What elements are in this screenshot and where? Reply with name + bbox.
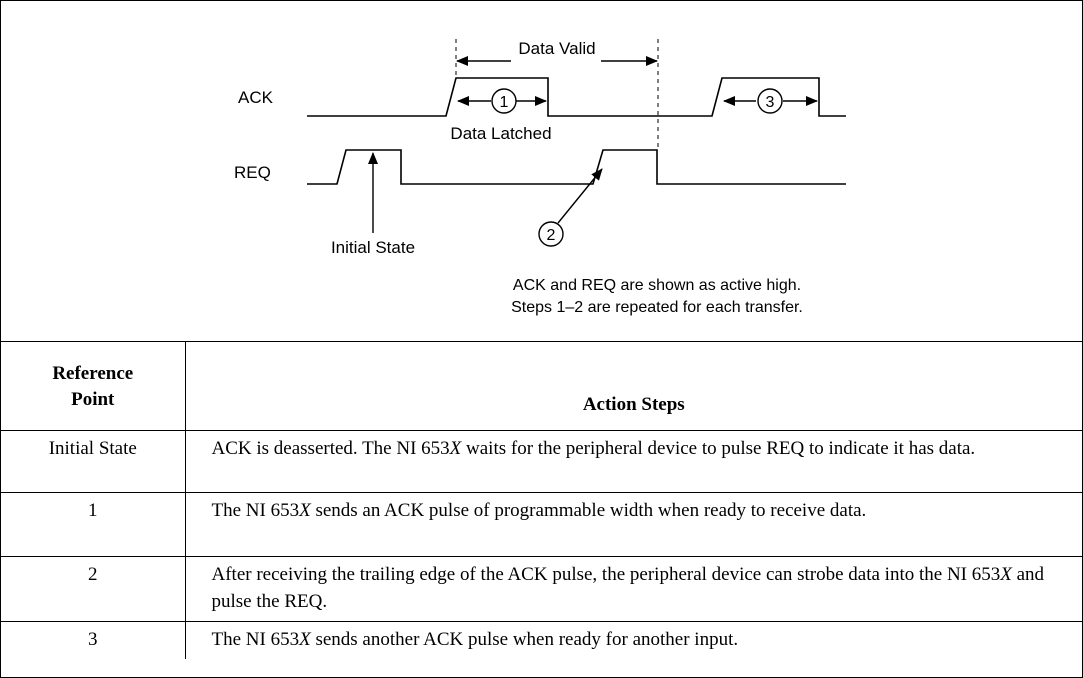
req-signal-label: REQ: [234, 163, 271, 182]
table-row: Initial State ACK is deasserted. The NI …: [1, 430, 1082, 493]
callout-3-number: 3: [766, 94, 775, 111]
action-steps-header: Action Steps: [184, 341, 1082, 431]
action-cell: ACK is deasserted. The NI 653X waits for…: [184, 430, 1082, 493]
data-valid-label: Data Valid: [518, 39, 595, 58]
reference-header-line2: Point: [71, 389, 115, 410]
callout-2-arrow: [557, 168, 603, 224]
note-steps-repeated: Steps 1–2 are repeated for each transfer…: [511, 299, 803, 316]
action-cell: The NI 653X sends another ACK pulse when…: [184, 621, 1082, 659]
table-row: 1 The NI 653X sends an ACK pulse of prog…: [1, 492, 1082, 557]
ack-signal-label: ACK: [238, 88, 274, 107]
reference-header-line1: Reference: [52, 363, 134, 384]
callout-3-circle: [757, 88, 783, 114]
table-row: 3 The NI 653X sends another ACK pulse wh…: [1, 621, 1082, 659]
table-header-row: Reference Point Action Steps: [1, 341, 1082, 431]
req-waveform: [307, 149, 846, 185]
reference-cell: 3: [1, 621, 186, 659]
ack-waveform: [307, 77, 846, 117]
timing-diagram: ACK REQ Data Valid 1 Data Latched 3 Init…: [234, 39, 846, 316]
callout-2-circle: [538, 221, 564, 247]
initial-state-label: Initial State: [331, 238, 415, 257]
note-active-high: ACK and REQ are shown as active high.: [513, 277, 801, 294]
reference-cell: 2: [1, 556, 186, 622]
action-cell: After receiving the trailing edge of the…: [184, 556, 1082, 622]
reference-cell: Initial State: [1, 430, 186, 493]
callout-1-number: 1: [500, 94, 509, 111]
callout-2-number: 2: [547, 227, 556, 244]
action-steps-table: Reference Point Action Steps Initial Sta…: [1, 341, 1082, 659]
reference-cell: 1: [1, 492, 186, 557]
table-row: 2 After receiving the trailing edge of t…: [1, 556, 1082, 622]
reference-point-header: Reference Point: [1, 341, 186, 431]
data-latched-label: Data Latched: [450, 124, 551, 143]
callout-1-circle: [491, 88, 517, 114]
action-cell: The NI 653X sends an ACK pulse of progra…: [184, 492, 1082, 557]
